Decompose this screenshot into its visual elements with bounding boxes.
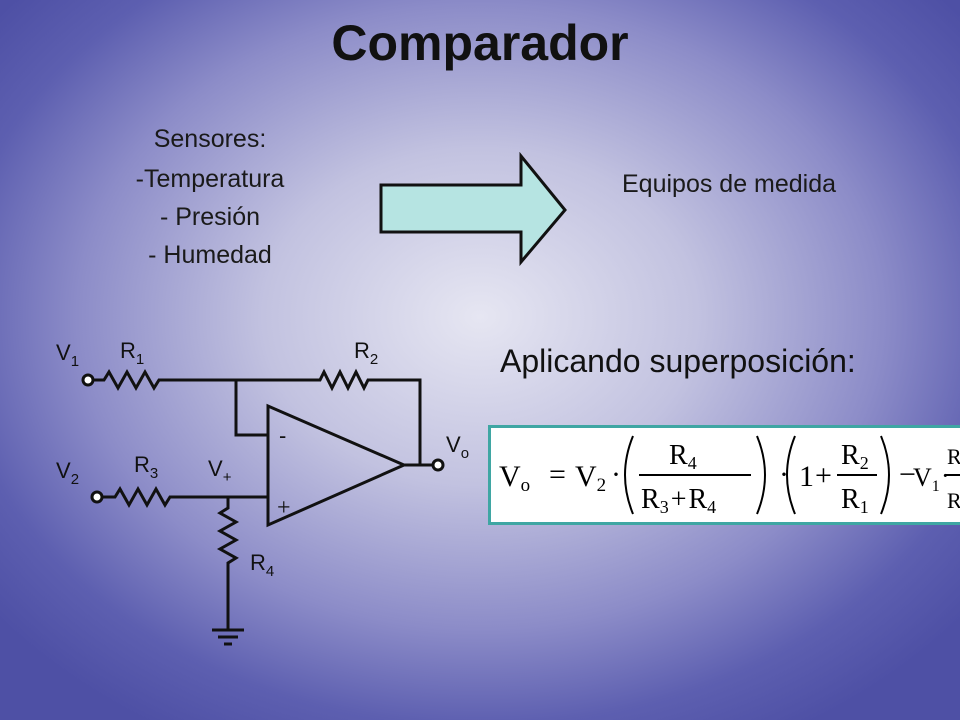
formula-frac2-den: R1 xyxy=(841,484,869,517)
formula-plus: + xyxy=(815,459,832,492)
inverting-wire xyxy=(234,380,268,437)
r4-resistor xyxy=(216,497,240,630)
formula-frac3-num: R2 xyxy=(947,444,960,472)
formula-frac3-den: R1 xyxy=(947,488,960,516)
r1-label: R1 xyxy=(120,338,144,368)
sensors-list: Sensores: -Temperatura - Presión - Humed… xyxy=(100,118,320,276)
r2-label: R2 xyxy=(354,338,378,368)
sensors-heading: Sensores: xyxy=(153,125,267,153)
sensor-item-humedad: - Humedad xyxy=(148,241,272,269)
r3-label: R3 xyxy=(134,452,158,482)
r1-resistor xyxy=(93,368,236,392)
formula-dot-1: · xyxy=(611,458,621,491)
formula-frac1-den: R3+R4 xyxy=(641,484,716,517)
slide-title: Comparador xyxy=(331,15,629,71)
v2-terminal xyxy=(90,490,104,504)
formula-dot-3: · xyxy=(941,461,950,490)
r2-resistor xyxy=(236,368,422,465)
vo-label: Vo xyxy=(446,432,469,462)
r3-resistor xyxy=(102,485,268,509)
formula-dot-2: · xyxy=(779,458,789,491)
formula-paren-close-1 xyxy=(756,435,766,515)
formula-v2: V2 xyxy=(575,460,606,496)
formula-equation: Vo = V2 · R4 R3+R4 · 1 + R2 R1 − V1 · R2… xyxy=(499,435,960,517)
formula-minus: − xyxy=(899,458,916,491)
right-arrow-icon xyxy=(379,152,567,267)
v1-label: V1 xyxy=(56,340,79,370)
formula-frac2-num: R2 xyxy=(841,440,869,473)
measurement-equipment-label: Equipos de medida xyxy=(622,170,837,198)
ground-icon xyxy=(212,628,244,646)
vplus-label: V+ xyxy=(208,456,232,486)
sensor-item-presion: - Presión xyxy=(159,203,261,231)
v1-terminal xyxy=(81,373,95,387)
arrow-shape xyxy=(379,152,567,267)
vo-terminal xyxy=(431,458,445,472)
formula-frac1-num: R4 xyxy=(669,440,697,473)
superposition-heading: Aplicando superposición: xyxy=(500,343,856,379)
formula-paren-close-2 xyxy=(880,435,890,515)
formula-v1: V1 xyxy=(913,463,940,495)
formula-paren-open-1 xyxy=(624,435,634,515)
v2-label: V2 xyxy=(56,458,79,488)
formula-vo: Vo xyxy=(499,460,530,496)
opamp-plus-sign: + xyxy=(277,495,291,521)
sensor-item-temperatura: -Temperatura xyxy=(135,165,285,193)
opamp-triangle xyxy=(266,403,408,528)
r4-label: R4 xyxy=(250,550,274,580)
formula-equals: = xyxy=(549,458,566,491)
formula-paren-open-2 xyxy=(786,435,796,515)
superposition-formula: Vo = V2 · R4 R3+R4 · 1 + R2 R1 − V1 · R2… xyxy=(488,425,960,525)
opamp-minus-sign: - xyxy=(279,423,286,448)
formula-one: 1 xyxy=(799,460,814,493)
